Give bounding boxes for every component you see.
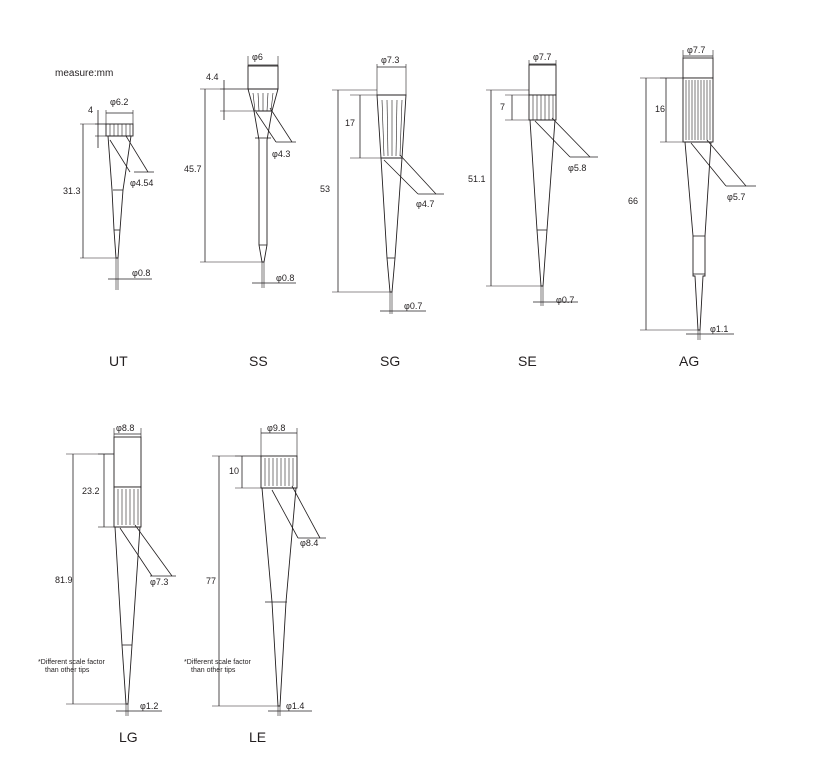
tip-le-drawing — [260, 455, 298, 707]
tip-lg-mid-diameter: φ7.3 — [150, 577, 168, 587]
tip-sg-collar-height: 17 — [345, 118, 355, 128]
tip-ut: φ6.2 4 31.3 φ4.54 φ0.8 UT — [63, 97, 154, 369]
tip-lg-note-line1: *Different scale factor — [38, 659, 105, 666]
tip-le-end-diameter: φ1.4 — [286, 701, 304, 711]
tip-lg-drawing — [113, 436, 142, 705]
tip-ag-drawing — [682, 57, 714, 331]
tip-ut-collar-height: 4 — [88, 105, 93, 115]
tip-se-top-diameter: φ7.7 — [533, 52, 551, 62]
tip-ut-dimensions: φ6.2 4 31.3 φ4.54 φ0.8 — [63, 97, 154, 290]
tip-ut-length: 31.3 — [63, 186, 81, 196]
tip-sg-drawing — [376, 94, 407, 293]
tip-ag-top-diameter: φ7.7 — [687, 45, 705, 55]
tip-sg-top-diameter: φ7.3 — [381, 55, 399, 65]
tip-se-mid-diameter: φ5.8 — [568, 163, 586, 173]
tip-ss-length: 45.7 — [184, 164, 202, 174]
tip-ss-collar-height: 4.4 — [206, 72, 219, 82]
tip-lg-length: 81.9 — [55, 575, 73, 585]
tip-ag: φ7.7 16 66 φ5.7 φ1.1 AG — [628, 45, 756, 369]
tip-ss-end-diameter: φ0.8 — [276, 273, 294, 283]
tip-sg-dimensions: φ7.3 17 53 φ4.7 φ0.7 — [320, 55, 444, 314]
tip-se: φ7.7 7 51.1 φ5.8 φ0.7 SE — [468, 52, 598, 369]
tip-ut-top-diameter: φ6.2 — [110, 97, 128, 107]
tip-le-length: 77 — [206, 576, 216, 586]
tip-sg-end-diameter: φ0.7 — [404, 301, 422, 311]
tip-ag-mid-diameter: φ5.7 — [727, 192, 745, 202]
tip-ss-mid-diameter: φ4.3 — [272, 149, 290, 159]
tip-lg-collar-height: 23.2 — [82, 486, 100, 496]
tip-ut-drawing — [105, 123, 134, 259]
tip-ss-drawing — [247, 65, 279, 263]
tip-le-mid-diameter: φ8.4 — [300, 538, 318, 548]
tip-ss-name: SS — [249, 353, 268, 369]
unit-note: measure:mm — [55, 68, 113, 79]
tip-ss-ribs — [252, 92, 274, 112]
tip-le-note-line2: than other tips — [191, 667, 236, 674]
tip-le-name: LE — [249, 729, 266, 745]
tip-ss-dimensions: φ6 4.4 45.7 φ4.3 φ0.8 — [184, 52, 296, 288]
tip-ag-collar-height: 16 — [655, 104, 665, 114]
tip-ag-name: AG — [679, 353, 699, 369]
tip-se-end-diameter: φ0.7 — [556, 295, 574, 305]
tip-lg-top-diameter: φ8.8 — [116, 423, 134, 433]
tip-se-name: SE — [518, 353, 537, 369]
tip-ss-top-diameter: φ6 — [252, 52, 263, 62]
tip-le-top-diameter: φ9.8 — [267, 423, 285, 433]
tip-se-collar-height: 7 — [500, 102, 505, 112]
tip-lg-name: LG — [119, 729, 138, 745]
tip-le-dimensions: φ9.8 10 77 φ8.4 φ1.4 *Different scale fa… — [184, 423, 326, 716]
tip-se-length: 51.1 — [468, 174, 486, 184]
tip-le-collar-height: 10 — [229, 466, 239, 476]
tip-lg-dimensions: φ8.8 23.2 81.9 φ7.3 φ1.2 *Different scal… — [38, 423, 176, 716]
tip-ag-ribs — [685, 80, 711, 140]
tip-ut-name: UT — [109, 353, 128, 369]
tip-ut-mid-diameter: φ4.54 — [130, 178, 153, 188]
tip-lg-end-diameter: φ1.2 — [140, 701, 158, 711]
tip-lg: φ8.8 23.2 81.9 φ7.3 φ1.2 *Different scal… — [38, 423, 176, 745]
tip-sg-length: 53 — [320, 184, 330, 194]
tip-sg: φ7.3 17 53 φ4.7 φ0.7 SG — [320, 55, 444, 369]
tip-ag-dimensions: φ7.7 16 66 φ5.7 φ1.1 — [628, 45, 756, 340]
tip-ut-ribs — [109, 124, 131, 136]
tip-ag-length: 66 — [628, 196, 638, 206]
tip-le: φ9.8 10 77 φ8.4 φ1.4 *Different scale fa… — [184, 423, 326, 745]
tip-lg-ribs — [117, 489, 139, 525]
tip-sg-name: SG — [380, 353, 400, 369]
tip-se-ribs — [532, 95, 554, 120]
tip-le-note-line1: *Different scale factor — [184, 659, 251, 666]
tip-sg-mid-diameter: φ4.7 — [416, 199, 434, 209]
tip-le-ribs — [264, 458, 294, 486]
tip-ss: φ6 4.4 45.7 φ4.3 φ0.8 SS — [184, 52, 296, 369]
tip-se-dimensions: φ7.7 7 51.1 φ5.8 φ0.7 — [468, 52, 598, 306]
tip-lg-note-line2: than other tips — [45, 667, 90, 674]
tip-sg-ribs — [381, 99, 403, 157]
tip-ut-end-diameter: φ0.8 — [132, 268, 150, 278]
tip-se-drawing — [528, 64, 557, 287]
tip-ag-end-diameter: φ1.1 — [710, 324, 728, 334]
